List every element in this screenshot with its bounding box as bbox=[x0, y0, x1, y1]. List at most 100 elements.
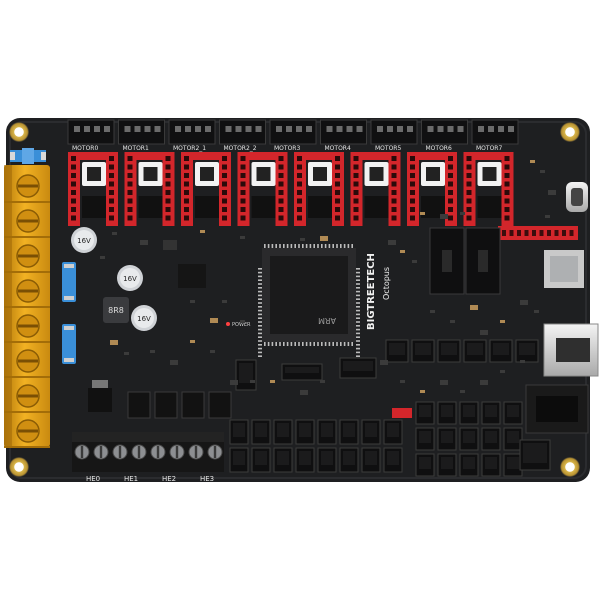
power-terminal-block bbox=[4, 165, 50, 448]
driver-socket bbox=[294, 152, 344, 226]
motor-label: MOTOR0 bbox=[72, 145, 98, 152]
smd-part bbox=[500, 370, 505, 373]
exp-headers bbox=[429, 227, 501, 295]
expansion-pins bbox=[502, 230, 574, 236]
smd-part bbox=[480, 380, 488, 385]
smd-part bbox=[210, 350, 215, 353]
smd-part bbox=[388, 240, 396, 245]
motor-label: MOTOR2_1 bbox=[173, 145, 206, 152]
smd-part bbox=[460, 212, 465, 215]
smd-part bbox=[210, 318, 218, 323]
fuse-heater bbox=[62, 324, 76, 364]
cap-label: 16V bbox=[123, 275, 137, 283]
smd-part bbox=[100, 256, 105, 259]
mosfet bbox=[181, 391, 205, 419]
smd-part bbox=[320, 236, 328, 241]
cap-label: 16V bbox=[137, 315, 151, 323]
motor-label: MOTOR7 bbox=[476, 145, 502, 152]
stepper-driver-row bbox=[68, 152, 514, 226]
smd-part bbox=[520, 360, 525, 363]
smd-part bbox=[545, 215, 550, 218]
driver-socket bbox=[68, 152, 118, 226]
power-label: POWER bbox=[232, 322, 251, 328]
smd-part bbox=[190, 300, 195, 303]
smd-part bbox=[270, 380, 275, 383]
smd-part bbox=[110, 340, 118, 345]
smd-part bbox=[450, 320, 455, 323]
smd-part bbox=[222, 300, 227, 303]
smd-part bbox=[240, 236, 245, 239]
cap-label: 16V bbox=[77, 237, 91, 245]
motor-label: MOTOR6 bbox=[426, 145, 452, 152]
smd-part bbox=[430, 310, 435, 313]
smd-part bbox=[548, 190, 556, 195]
expansion-header-red bbox=[498, 226, 578, 240]
smd-part bbox=[300, 238, 305, 241]
smd-part bbox=[440, 214, 448, 219]
smd-part bbox=[534, 310, 539, 313]
mcu-chip: ARM bbox=[262, 248, 356, 342]
model-label: Octopus bbox=[382, 267, 391, 300]
driver-socket bbox=[407, 152, 457, 226]
heater-label: HE1 bbox=[124, 475, 138, 483]
smd-part bbox=[190, 340, 195, 343]
smd-part bbox=[112, 232, 117, 235]
heater-label: HE2 bbox=[162, 475, 176, 483]
smd-part bbox=[530, 160, 535, 163]
smd-part bbox=[420, 212, 425, 215]
smd-part bbox=[150, 350, 155, 353]
smd-part bbox=[400, 250, 405, 253]
mounting-holes bbox=[9, 122, 580, 477]
smd-part bbox=[470, 305, 478, 310]
motor-label: MOTOR4 bbox=[325, 145, 351, 152]
smd-part bbox=[520, 300, 528, 305]
motor-label: MOTOR5 bbox=[375, 145, 401, 152]
sd-card-slot bbox=[544, 250, 584, 288]
driver-socket bbox=[350, 152, 401, 226]
smd-part bbox=[240, 320, 245, 323]
smd-part bbox=[140, 240, 148, 245]
usb-a-port bbox=[543, 323, 599, 377]
smd-part bbox=[170, 360, 178, 365]
smd-part bbox=[230, 380, 238, 385]
io-connector-grid bbox=[229, 339, 551, 477]
inductor: 8R8 bbox=[103, 297, 129, 323]
motor-label: MOTOR1 bbox=[123, 145, 149, 152]
smd-part bbox=[440, 380, 448, 385]
driver-socket bbox=[463, 152, 514, 226]
smd-part bbox=[460, 390, 465, 393]
heater-mosfets bbox=[127, 391, 232, 419]
capacitors: 16V 16V 16V bbox=[71, 227, 157, 331]
smd-components bbox=[100, 160, 556, 395]
mcu-brand: ARM bbox=[318, 316, 336, 325]
driver-socket bbox=[124, 152, 175, 226]
fuse-bed bbox=[62, 262, 76, 302]
smd-part bbox=[320, 380, 325, 383]
smd-part bbox=[500, 320, 505, 323]
fuse-main bbox=[10, 148, 46, 164]
mosfet bbox=[208, 391, 232, 419]
mosfet bbox=[127, 391, 151, 419]
smd-part bbox=[420, 390, 425, 393]
smd-part bbox=[480, 330, 488, 335]
heater-label: HE3 bbox=[200, 475, 214, 483]
smd-part bbox=[124, 352, 129, 355]
driver-socket bbox=[237, 152, 288, 226]
smd-part bbox=[250, 380, 255, 383]
smd-part bbox=[540, 170, 545, 173]
smd-part bbox=[412, 260, 417, 263]
mosfet bbox=[154, 391, 178, 419]
motor-label: MOTOR3 bbox=[274, 145, 300, 152]
inductor-label: 8R8 bbox=[108, 306, 124, 315]
smd-part bbox=[300, 390, 308, 395]
smd-part bbox=[380, 360, 388, 365]
heater-screws bbox=[74, 444, 223, 460]
usb-c-port bbox=[566, 182, 588, 212]
heater-label-row: HE0 HE1 HE2 HE3 bbox=[86, 475, 214, 483]
motor-connector-row bbox=[67, 119, 519, 145]
rj-connector bbox=[525, 384, 589, 434]
brand-label: BIGTREETECH bbox=[366, 253, 377, 330]
smd-part bbox=[200, 230, 205, 233]
heater-label: HE0 bbox=[86, 475, 100, 483]
